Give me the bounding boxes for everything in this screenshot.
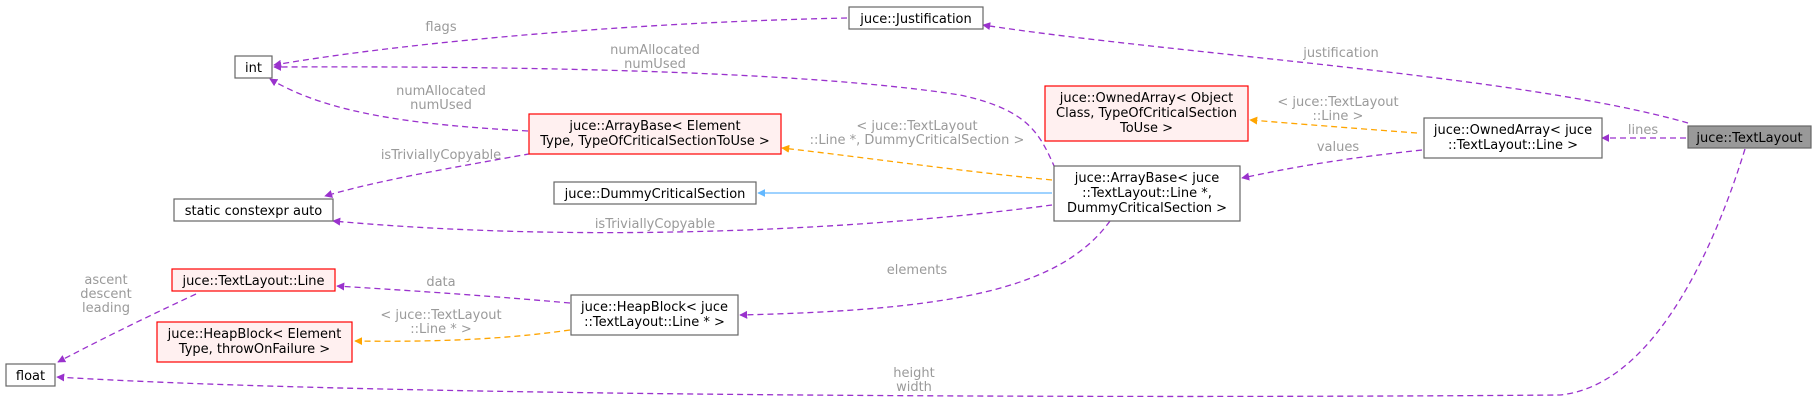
edge-data [336, 282, 571, 304]
edge-label-tmpl-ownedarray: < juce::TextLayout::Line > [1277, 95, 1398, 124]
svg-text:juce::ArrayBase< juce::TextLay: juce::ArrayBase< juce::TextLayout::Line … [1067, 171, 1227, 216]
svg-text:juce::Justification: juce::Justification [859, 12, 972, 27]
node-heapblock-line[interactable]: juce::HeapBlock< juce::TextLayout::Line … [570, 294, 739, 336]
node-int[interactable]: int [234, 55, 273, 79]
edge-numallocated-top [273, 62, 1056, 169]
svg-text:juce::TextLayout::Line: juce::TextLayout::Line [181, 274, 324, 289]
edge-height-width [56, 148, 1746, 398]
edge-tmpl-heapblock [354, 329, 571, 346]
edge-elements [739, 220, 1111, 319]
node-ownedarray-line[interactable]: juce::OwnedArray< juce::TextLayout::Line… [1423, 117, 1603, 159]
edge-label-justification: justification [1302, 46, 1379, 61]
node-justification[interactable]: juce::Justification [848, 6, 984, 30]
svg-text:static constexpr auto: static constexpr auto [185, 204, 323, 219]
svg-text:juce::TextLayout: juce::TextLayout [1695, 131, 1802, 146]
edge-label-istrivially-top: isTriviallyCopyable [381, 148, 501, 163]
edge-values [1241, 149, 1423, 181]
edge-label-flags: flags [425, 20, 456, 35]
node-textlayout-line[interactable]: juce::TextLayout::Line [171, 268, 336, 292]
edge-label-istrivially-bottom: isTriviallyCopyable [595, 217, 715, 232]
node-float[interactable]: float [5, 363, 56, 387]
svg-text:juce::OwnedArray< juce::TextLa: juce::OwnedArray< juce::TextLayout::Line… [1433, 123, 1592, 153]
edge-label-elements: elements [887, 263, 948, 278]
svg-text:juce::HeapBlock< juce::TextLay: juce::HeapBlock< juce::TextLayout::Line … [580, 300, 728, 330]
svg-text:juce::DummyCriticalSection: juce::DummyCriticalSection [564, 187, 746, 202]
edge-ascent [57, 293, 197, 363]
edge-istrivially-top [324, 151, 541, 198]
node-static-constexpr-auto[interactable]: static constexpr auto [173, 198, 334, 222]
edge-tmpl-arraybase [781, 144, 1053, 181]
edge-label-tmpl-arraybase: < juce::TextLayout::Line *, DummyCritica… [810, 119, 1025, 148]
edge-label-values: values [1317, 140, 1360, 155]
edge-flags [273, 17, 848, 68]
edge-justification [982, 22, 1689, 124]
node-textlayout[interactable]: juce::TextLayout [1687, 125, 1812, 149]
edge-numallocated-mid [269, 78, 529, 132]
edge-label-tmpl-heapblock: < juce::TextLayout::Line * > [380, 308, 501, 337]
edge-label-lines: lines [1628, 123, 1658, 138]
node-dummycriticalsection[interactable]: juce::DummyCriticalSection [553, 181, 757, 205]
svg-text:float: float [16, 369, 45, 384]
edge-label-data: data [426, 275, 455, 290]
edge-tmpl-ownedarray [1249, 116, 1418, 134]
svg-text:int: int [245, 61, 262, 76]
node-arraybase-line[interactable]: juce::ArrayBase< juce::TextLayout::Line … [1053, 165, 1241, 222]
edge-istrivially-bottom [332, 204, 1053, 234]
